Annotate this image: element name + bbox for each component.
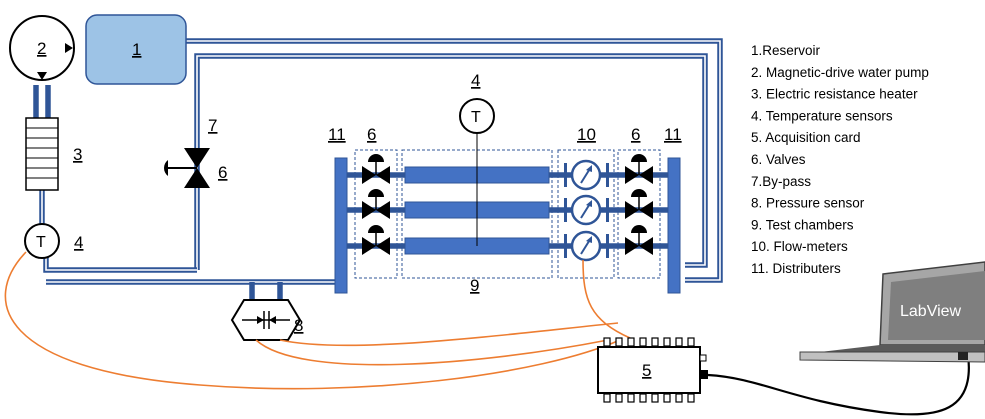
legend-item: 8. Pressure sensor [751,196,865,211]
legend-item: 4. Temperature sensors [751,108,893,123]
temp-sensor-center [459,98,495,134]
valve [362,225,390,255]
usb-cable [707,354,970,416]
temp-sensor-left-label: 4 [74,233,83,252]
reservoir-label: 1 [132,40,141,59]
flow-meter [564,230,609,262]
legend-item: 10. Flow-meters [751,239,848,254]
distributer-right [667,157,681,294]
laptop [799,261,985,363]
pump-label: 2 [37,39,46,58]
acquisition-card [597,337,708,403]
distributer-right-label: 11 [664,125,682,144]
legend-item: 6. Valves [751,152,806,167]
pump [9,15,75,81]
legend-item: 7.By-pass [751,174,811,189]
flow-meters-label: 10 [577,125,596,144]
valves-right-box [617,149,661,279]
bypass-valve-label: 6 [218,163,227,182]
valve [625,154,653,184]
bypass-valve [164,148,210,188]
legend-item: 2. Magnetic-drive water pump [751,65,929,80]
acquisition-card-label: 5 [642,361,651,380]
legend-item: 11. Distributers [751,261,841,276]
bypass-label: 7 [208,116,217,135]
valves-left-box [354,149,398,279]
distributer-left-label: 11 [328,125,346,144]
heater [25,117,59,191]
pressure-sensor-label: 8 [294,316,303,335]
legend-item: 1.Reservoir [751,43,821,58]
temp-sensor-center-symbol: T [471,109,481,126]
heater-label: 3 [73,145,82,164]
flow-meter [564,194,609,226]
valve [362,189,390,219]
valve [625,225,653,255]
laptop-screen-label: LabView [900,303,962,320]
flow-meters-box [557,149,615,279]
legend-item: 5. Acquisition card [751,130,861,145]
legend-item: 9. Test chambers [751,217,854,232]
legend-item: 3. Electric resistance heater [751,87,918,102]
test-chambers-label: 9 [470,276,479,295]
temp-sensor-left [24,223,60,259]
signal-wires [4,251,631,390]
reservoir [85,14,187,85]
valve [362,154,390,184]
valves-right-label: 6 [631,125,640,144]
distributer-left [334,157,348,294]
temp-sensor-left-symbol: T [36,234,46,251]
legend: 1.Reservoir 2. Magnetic-drive water pump 3… [751,43,929,276]
temp-sensor-center-label: 4 [471,71,480,90]
valves-left-label: 6 [367,125,376,144]
flow-meter [564,159,609,191]
valve [625,189,653,219]
pressure-sensor [230,299,302,341]
